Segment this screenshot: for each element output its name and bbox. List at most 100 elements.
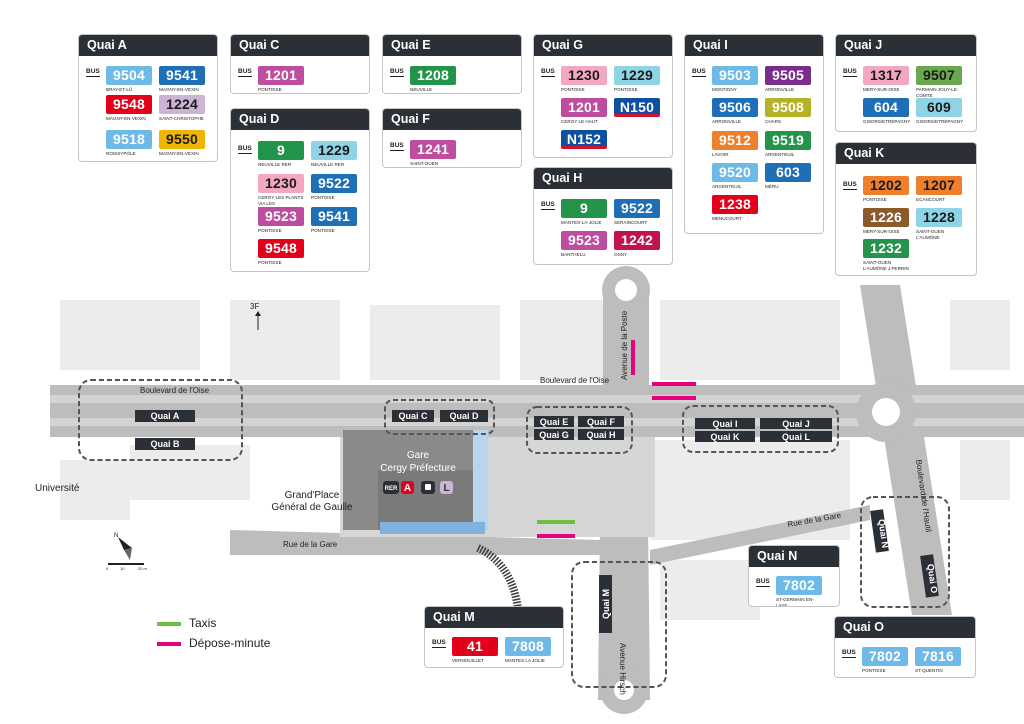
bus-line-9519[interactable]: 9519Argenteuil <box>765 131 811 158</box>
bus-line-1232[interactable]: 1232Saint-Ouen l'Aumône J.Perrin <box>863 239 909 271</box>
bus-line-n152[interactable]: N152 <box>561 130 607 149</box>
line-destination: Magny-en-Vexin <box>159 87 199 92</box>
north-arrow-icon: N <box>114 533 132 560</box>
bus-icon: BUS <box>432 639 446 648</box>
taxi-swatch <box>157 621 181 626</box>
line-destination: Gisors/Etrépagny <box>916 119 964 124</box>
bus-line-9548[interactable]: 9548Pontoise <box>258 239 304 266</box>
bus-line-1207[interactable]: 1207Ecancourt <box>916 176 962 203</box>
bus-line-9506[interactable]: 9506Arronville <box>712 98 758 125</box>
svg-text:N: N <box>114 533 118 539</box>
line-number-badge: 1232 <box>863 239 909 258</box>
line-number-badge: 7802 <box>862 647 908 666</box>
station-name-line1: Gare <box>407 450 430 461</box>
bus-line-41[interactable]: 41Vernouillet <box>452 637 498 664</box>
line-destination: Osny <box>614 252 628 257</box>
bus-line-9[interactable]: 9Mantes-la-Jolie <box>561 199 607 226</box>
line-destination: Mantes la Jolie <box>505 658 545 663</box>
bus-line-9508[interactable]: 9508Chars <box>765 98 811 125</box>
rer-icon: RER <box>385 486 398 492</box>
line-number-badge: 9541 <box>159 66 205 85</box>
line-number-badge: 1229 <box>614 66 660 85</box>
line-number-badge: 9507 <box>916 66 962 85</box>
quai-card-o: Quai OBUS7802Pontoise7816St Quentin <box>834 616 976 678</box>
bus-line-9504[interactable]: 9504Bray-et-Lû <box>106 66 152 93</box>
bus-line-603[interactable]: 603Méru <box>765 163 811 190</box>
line-number-badge: 9 <box>258 141 304 160</box>
station-icons: RER A L <box>383 481 453 494</box>
bus-line-1229[interactable]: 1229Pontoise <box>614 66 660 93</box>
line-destination: Vernouillet <box>452 658 484 663</box>
line-number-badge: 9506 <box>712 98 758 117</box>
bus-line-9523[interactable]: 9523Pontoise <box>258 207 304 234</box>
line-number-badge: 7802 <box>776 576 822 595</box>
svg-text:20 m: 20 m <box>138 566 148 571</box>
line-destination: Pontoise <box>311 228 335 233</box>
bus-line-9[interactable]: 9Neuville RER <box>258 141 304 168</box>
bus-line-9507[interactable]: 9507Parmain Jouy-le-Comte <box>916 66 962 98</box>
bus-line-9503[interactable]: 9503Montigny <box>712 66 758 93</box>
bus-line-1202[interactable]: 1202Pontoise <box>863 176 909 203</box>
line-number-badge: 603 <box>765 163 811 182</box>
bus-line-604[interactable]: 604Gisors/Etrépagny <box>863 98 910 125</box>
bus-line-7808[interactable]: 7808Mantes la Jolie <box>505 637 551 664</box>
line-destination: Neuville RER <box>311 162 345 167</box>
bus-line-1201[interactable]: 1201Cergy le Haut <box>561 98 607 125</box>
bus-line-1241[interactable]: 1241Saint-Ouen l'Aumône <box>410 140 456 167</box>
line-destination: Pontoise <box>258 87 282 92</box>
svg-text:Quai B: Quai B <box>150 439 180 449</box>
bus-line-1229[interactable]: 1229Neuville RER <box>311 141 357 168</box>
bus-line-9541[interactable]: 9541Pontoise <box>311 207 357 234</box>
bus-line-1201[interactable]: 1201Pontoise <box>258 66 304 93</box>
bus-line-9512[interactable]: 9512Lavoir <box>712 131 758 158</box>
quai-card-title: Quai K <box>836 143 976 164</box>
quai-card-g: Quai GBUS1230Pontoise1229Pontoise1201Cer… <box>533 34 673 158</box>
station-name-line2: Cergy Préfecture <box>380 463 456 474</box>
line-destination: Mery-sur-Oise <box>863 87 900 92</box>
line-number-badge: 9523 <box>561 231 607 250</box>
line-number-badge: 1317 <box>863 66 909 85</box>
bus-line-1208[interactable]: 1208Neuville Université <box>410 66 456 93</box>
place-grand-place: Grand'Place <box>285 490 340 501</box>
legend-depose-label: Dépose-minute <box>189 636 271 650</box>
bus-line-9518[interactable]: 9518Roissypôle <box>106 130 152 157</box>
bus-line-1226[interactable]: 1226Mery-sur-Oise <box>863 208 909 235</box>
bus-line-9520[interactable]: 9520Argenteuil <box>712 163 758 190</box>
bus-line-9505[interactable]: 9505Arronville <box>765 66 811 93</box>
line-destination: Saint-Ouen l'Aumône <box>410 161 439 167</box>
bus-line-1224[interactable]: 1224Saint-Christophe <box>159 95 205 122</box>
bus-line-9550[interactable]: 9550Magny-en-Vexin <box>159 130 205 157</box>
svg-text:Quai A: Quai A <box>151 411 180 421</box>
quai-card-f: Quai FBUS1241Saint-Ouen l'Aumône <box>382 108 522 168</box>
bus-line-9541[interactable]: 9541Magny-en-Vexin <box>159 66 205 93</box>
up-arrow-icon <box>255 311 261 316</box>
svg-text:10: 10 <box>120 566 125 571</box>
bus-line-9522[interactable]: 9522Pontoise <box>311 174 357 201</box>
quai-card-n: Quai NBUS7802St-Germain en-Laye <box>748 545 840 607</box>
bus-line-7816[interactable]: 7816St Quentin <box>915 647 961 674</box>
bus-line-9523[interactable]: 9523Banthelu <box>561 231 607 258</box>
svg-text:Quai C: Quai C <box>398 411 428 421</box>
line-destination: Magny-en-Vexin <box>159 151 199 156</box>
bus-line-1228[interactable]: 1228Saint-Ouen l'Aumône <box>916 208 962 240</box>
bus-line-1238[interactable]: 1238Menucourt <box>712 195 758 222</box>
bus-line-7802[interactable]: 7802St-Germain en-Laye <box>776 576 822 607</box>
line-number-badge: 9548 <box>258 239 304 258</box>
bus-line-609[interactable]: 609Gisors/Etrépagny <box>916 98 964 125</box>
bus-line-1230[interactable]: 1230Pontoise <box>561 66 607 93</box>
bus-line-9548[interactable]: 9548Magny-en-Vexin <box>106 95 152 122</box>
bus-line-7802[interactable]: 7802Pontoise <box>862 647 908 674</box>
bus-line-1317[interactable]: 1317Mery-sur-Oise <box>863 66 909 93</box>
bus-line-9522[interactable]: 9522Seraincourt <box>614 199 660 226</box>
bus-line-1242[interactable]: 1242Osny <box>614 231 660 258</box>
line-destination: St Quentin <box>915 668 943 673</box>
quai-card-e: Quai EBUS1208Neuville Université <box>382 34 522 94</box>
line-destination: St-Germain en-Laye <box>776 597 814 607</box>
bus-icon: BUS <box>238 68 252 77</box>
line-destination: Mantes-la-Jolie <box>561 220 602 225</box>
line-number-badge: 1229 <box>311 141 357 160</box>
bus-line-n150[interactable]: N150 <box>614 98 660 117</box>
svg-text:Quai G: Quai G <box>539 430 569 440</box>
quai-card-title: Quai I <box>685 35 823 56</box>
